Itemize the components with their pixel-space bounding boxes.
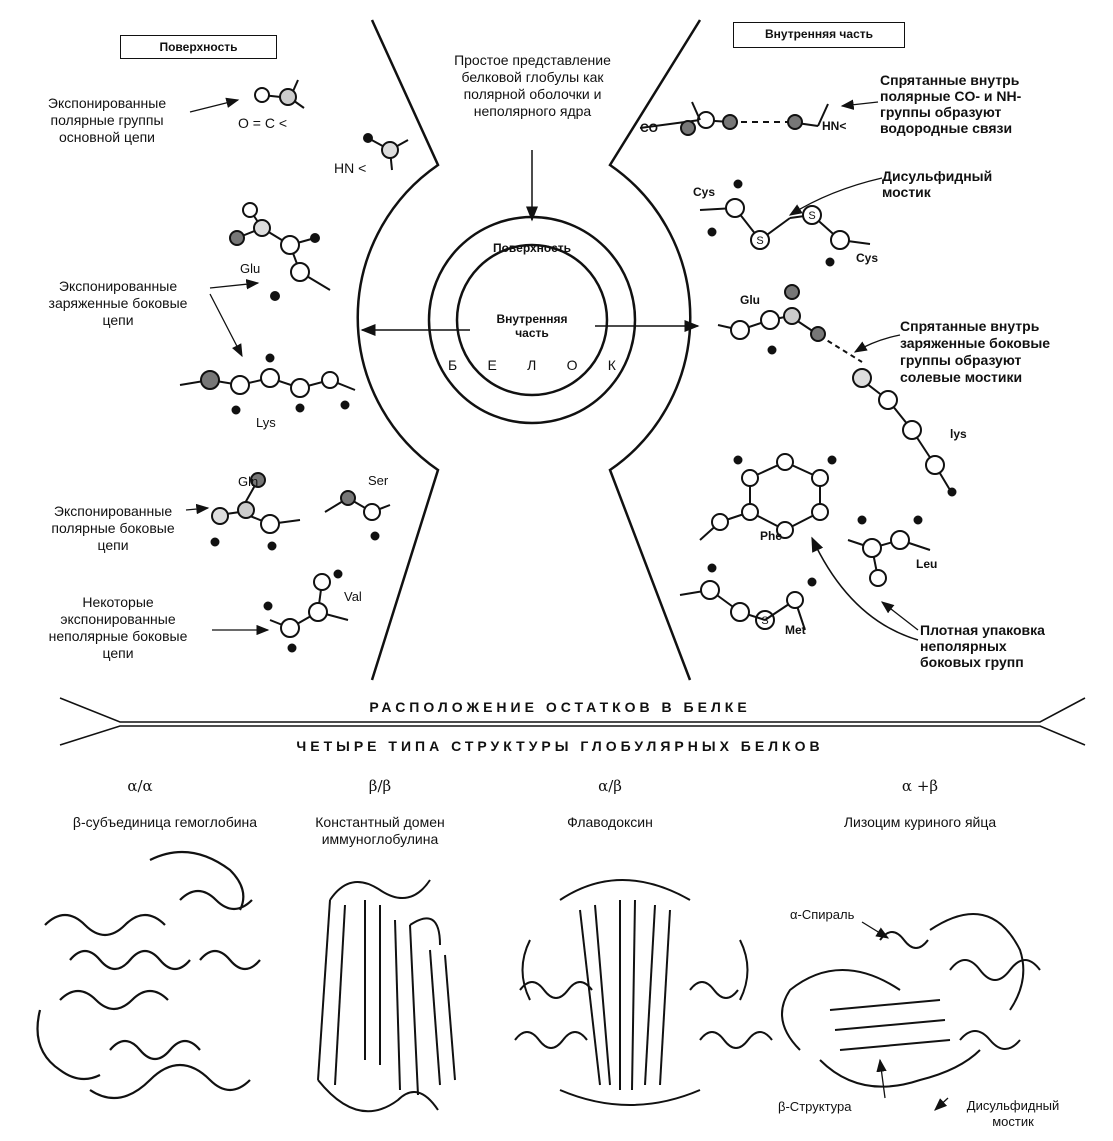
leu-label: Leu [916,557,938,571]
molecule-val [263,569,349,653]
arrow-lysozyme-helix [861,921,890,939]
protein-letter: Л [527,357,539,373]
protein-outline-left [356,19,440,681]
arrow-packing [811,536,919,641]
molecule-oc [254,79,305,109]
arrow-charged-1 [209,279,260,290]
type-class-3: α/β [598,777,622,795]
molecule-glu-left [229,202,331,301]
type-class-2: β/β [368,777,392,795]
svg-text:S: S [761,615,768,627]
hn-label: HN < [334,160,367,176]
packing-label: Плотная упаковка неполярных боковых груп… [920,622,1045,670]
charged-chains-label: Экспонированные заряженные боковые цепи [48,278,188,328]
arrow-polar [185,503,210,515]
inner-core-label: Внутренняя часть [496,312,568,340]
surface-box: Поверхность [120,35,277,59]
arrow-charged-2 [209,293,243,358]
strand-label: β-Структура [778,1099,852,1114]
lys-right-label: lys [950,427,967,441]
nonpolar-chains-label: Некоторые экспонированные неполярные бок… [48,594,188,661]
type-name-2: Константный домен иммуноглобулина [315,814,445,847]
banner-frame [59,697,1086,746]
molecule-ser [324,490,391,541]
type-name-1: β-субъединица гемоглобина [72,814,258,830]
lys-left-label: Lys [256,415,276,430]
protein-letter: Б [448,357,460,373]
arrow-packing-2 [880,601,919,631]
four-types-banner: ЧЕТЫРЕ ТИПА СТРУКТУРЫ ГЛОБУЛЯРНЫХ БЕЛКОВ [296,738,824,754]
hidden-polar-label: Спрятанные внутрь полярные CO- и NH-груп… [880,72,1022,136]
protein-letter: О [566,357,580,373]
arrow-lysozyme-strand [876,1058,887,1099]
ribbon-lysozyme [781,913,1041,1088]
molecule-leu [847,515,931,587]
arrow-hidden-polar [840,99,879,110]
arrangement-banner: РАСПОЛОЖЕНИЕ ОСТАТКОВ В БЕЛКЕ [369,699,751,715]
svg-text:S: S [808,210,815,222]
val-label: Val [344,589,362,604]
disulfide-label: Дисульфидный мостик [882,168,993,200]
inner-surface-label: Поверхность [492,241,572,255]
protein-outline-right [608,19,702,681]
helix-label: α-Спираль [790,907,855,922]
molecule-met [679,563,817,631]
met-sulfur [755,610,775,630]
molecule-phe [699,453,837,541]
protein-letter: Е [487,357,499,373]
ribbon-flavodoxin [514,879,773,1106]
core-circle [455,243,609,397]
svg-text:S: S [756,235,763,247]
arrow-lysozyme-disulfide [934,1097,949,1111]
type-name-3: Флаводоксин [567,814,653,830]
center-caption: Простое представление белковой глобулы к… [454,52,611,119]
glu-left-label: Glu [240,261,261,276]
hidden-charged-label: Спрятанные внутрь заряженные боковые гру… [900,318,1051,385]
cys1-label: Cys [693,185,716,199]
ser-label: Ser [368,473,389,488]
molecule-disulfide [699,179,871,267]
lysozyme-disulfide-label: Дисульфидный мостик [966,1098,1060,1129]
protein-letter: К [607,357,618,373]
oc-label: O = C < [238,115,288,131]
type-name-4: Лизоцим куриного яйца [843,814,997,830]
co-label: CO [640,121,658,135]
arrow-hidden-charged [853,334,901,353]
arrow-backbone [189,97,240,113]
molecule-gln [210,472,301,551]
glu-right-label: Glu [740,293,760,307]
polar-chains-label: Экспонированные полярные боковые цепи [51,503,175,553]
interior-box: Внутренняя часть [733,22,905,48]
met-label: Met [785,623,806,637]
gln-label: Gln [238,474,259,489]
molecule-hbond [639,101,829,136]
sulfur-atoms: S S S [756,210,815,627]
protein-word: Б Е Л О К [448,357,618,373]
molecule-salt-bridge [717,284,957,497]
hn-right-label: HN< [822,119,847,133]
arrow-disulfide [788,177,883,216]
type-class-1: α/α [127,777,153,795]
type-class-4: α +β [901,777,939,795]
molecule-lys-left [179,353,356,415]
ribbon-immunoglobulin [317,879,456,1113]
ribbon-hemoglobin [36,850,261,1100]
cys2-label: Cys [856,251,879,265]
backbone-groups-label: Экспонированные полярные группы основной… [47,95,167,145]
molecule-hn [363,133,409,171]
phe-label: Phe [760,529,783,543]
